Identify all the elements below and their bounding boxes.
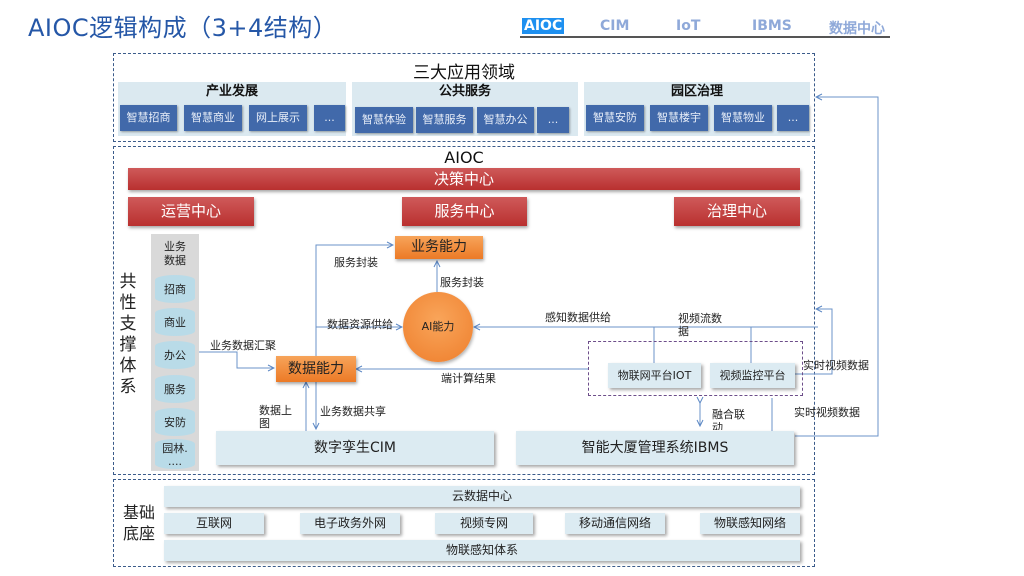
data-store-security: 安防 xyxy=(155,408,195,436)
label-realtime-video-2: 实时视频数据 xyxy=(794,406,860,419)
nav-item-cim[interactable]: CIM xyxy=(600,18,630,34)
app-public-more[interactable]: ... xyxy=(537,107,569,133)
nav-item-data-center[interactable]: 数据中心 xyxy=(829,21,885,37)
data-store-service: 服务 xyxy=(155,375,195,403)
application-region-title: 三大应用领域 xyxy=(413,63,515,83)
label-video-stream-data: 视频流数据 xyxy=(678,312,722,338)
app-governance-more[interactable]: ... xyxy=(777,105,809,131)
group-public-service-title: 公共服务 xyxy=(438,84,491,99)
label-perception-data-supply: 感知数据供给 xyxy=(545,311,611,324)
network-video: 视频专网 xyxy=(435,513,533,534)
nav-item-iot[interactable]: IoT xyxy=(676,18,701,34)
app-smart-service[interactable]: 智慧服务 xyxy=(416,107,473,133)
app-smart-investment[interactable]: 智慧招商 xyxy=(120,105,177,131)
group-park-governance-title: 园区治理 xyxy=(670,84,723,99)
page-title: AIOC逻辑构成（3+4结构） xyxy=(28,14,338,42)
app-industry-more[interactable]: ... xyxy=(314,105,345,131)
aioc-region-title: AIOC xyxy=(444,148,484,167)
service-center: 服务中心 xyxy=(402,197,527,226)
top-nav: AIOC CIM IoT IBMS 数据中心 xyxy=(520,16,890,38)
data-store-investment: 招商 xyxy=(155,275,195,303)
governance-center: 治理中心 xyxy=(674,197,800,226)
video-platform-box: 视频监控平台 xyxy=(710,363,795,388)
iot-perception-system: 物联感知体系 xyxy=(164,540,800,561)
app-smart-experience[interactable]: 智慧体验 xyxy=(355,107,413,133)
iot-video-group xyxy=(588,341,803,396)
nav-item-aioc[interactable]: AIOC xyxy=(522,18,565,34)
label-data-resource-supply: 数据资源供给 xyxy=(327,318,393,331)
foundation-label: 基础底座 xyxy=(122,503,155,543)
app-online-exhibition[interactable]: 网上展示 xyxy=(249,105,307,131)
data-store-commerce: 商业 xyxy=(155,308,195,336)
foundation-region xyxy=(113,479,815,567)
ai-capability-circle: AI能力 xyxy=(403,292,473,362)
label-fusion-linkage: 融合联动 xyxy=(712,408,745,430)
group-industry-title: 产业发展 xyxy=(205,84,258,99)
ibms-box: 智能大厦管理系统IBMS xyxy=(516,431,794,465)
business-data-header: 业务数据 xyxy=(164,240,186,267)
label-business-data-gather: 业务数据汇聚 xyxy=(210,339,276,352)
network-mobile: 移动通信网络 xyxy=(565,513,665,534)
cim-box: 数字孪生CIM xyxy=(216,431,494,465)
label-data-upload: 数据上图 xyxy=(259,404,292,430)
data-store-garden: 园林. .... xyxy=(155,439,195,469)
operation-center: 运营中心 xyxy=(128,197,254,226)
app-smart-property[interactable]: 智慧物业 xyxy=(714,105,772,131)
network-iot-perception: 物联感知网络 xyxy=(700,513,800,534)
common-support-label: 共性支撑体系 xyxy=(119,272,137,397)
label-service-wrap-ai: 服务封装 xyxy=(440,276,484,289)
app-smart-commerce[interactable]: 智慧商业 xyxy=(184,105,242,131)
network-egov: 电子政务外网 xyxy=(300,513,400,534)
label-service-wrap-left: 服务封装 xyxy=(334,256,378,269)
nav-item-ibms[interactable]: IBMS xyxy=(752,18,792,34)
decision-center: 决策中心 xyxy=(128,168,800,190)
cloud-data-center: 云数据中心 xyxy=(164,486,800,507)
iot-platform-box: 物联网平台IOT xyxy=(608,363,701,388)
data-store-office: 办公 xyxy=(155,341,195,369)
label-realtime-video-1: 实时视频数据 xyxy=(803,359,869,372)
business-data-column: 业务数据 招商 商业 办公 服务 安防 园林. .... xyxy=(151,234,199,471)
business-capability-box: 业务能力 xyxy=(395,236,483,259)
label-business-data-share: 业务数据共享 xyxy=(320,405,386,418)
app-smart-office[interactable]: 智慧办公 xyxy=(477,107,534,133)
data-capability-box: 数据能力 xyxy=(276,356,356,382)
app-smart-building[interactable]: 智慧楼宇 xyxy=(650,105,708,131)
network-internet: 互联网 xyxy=(164,513,264,534)
app-smart-security[interactable]: 智慧安防 xyxy=(586,105,644,131)
label-edge-compute-result: 端计算结果 xyxy=(441,372,496,385)
